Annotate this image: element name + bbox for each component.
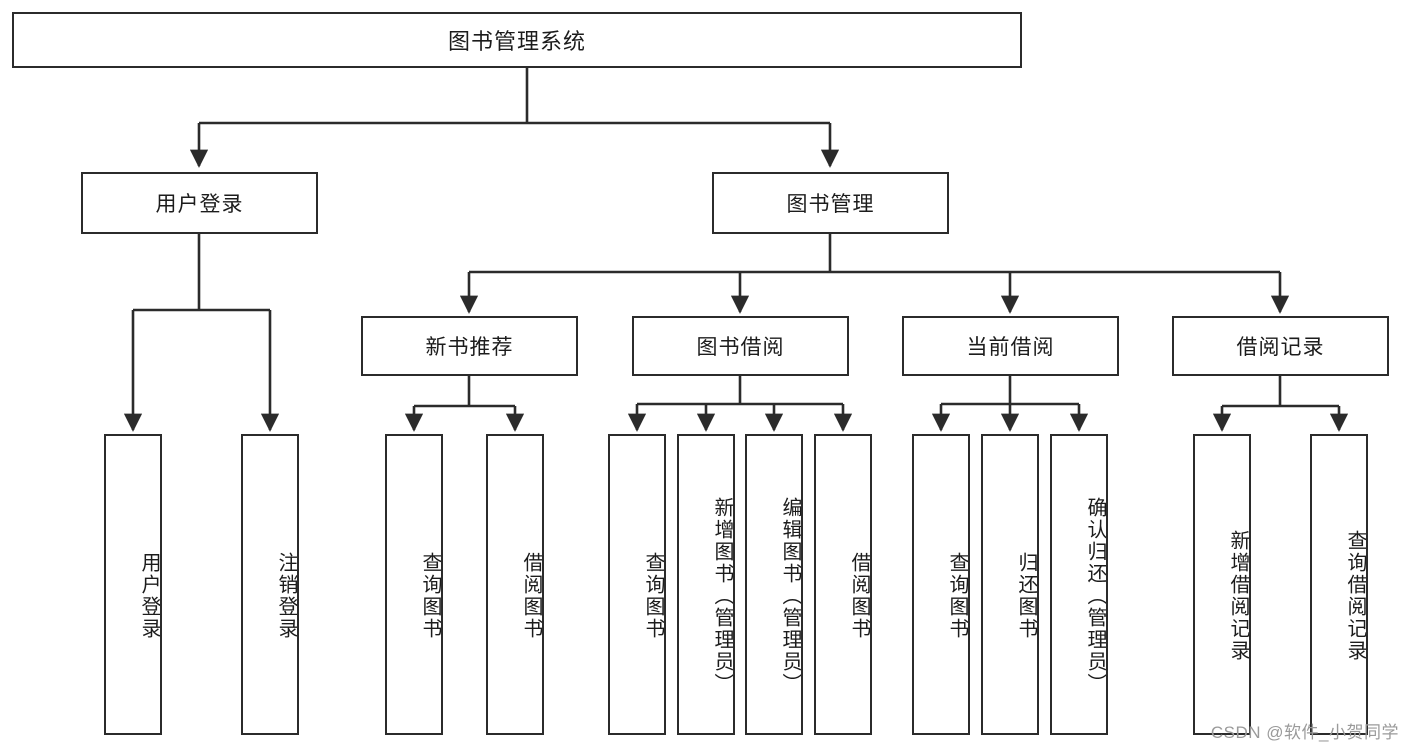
node-current-borrow[interactable]: 当前借阅 [902, 316, 1119, 376]
leaf-query-book-current[interactable]: 查询图书 [912, 434, 970, 735]
node-label: 用户登录 [155, 193, 244, 216]
leaf-label: 确认归还（管理员） [1084, 496, 1106, 695]
leaf-label: 新增借阅记录 [1227, 529, 1249, 662]
node-label: 图书借阅 [696, 336, 785, 359]
leaf-label: 借阅图书 [520, 551, 542, 640]
leaf-query-borrow-record[interactable]: 查询借阅记录 [1310, 434, 1368, 735]
node-borrow-record[interactable]: 借阅记录 [1172, 316, 1389, 376]
node-label: 当前借阅 [966, 336, 1055, 359]
leaf-add-borrow-record[interactable]: 新增借阅记录 [1193, 434, 1251, 735]
leaf-label: 查询图书 [419, 551, 441, 640]
leaf-label: 查询图书 [642, 551, 664, 640]
leaf-user-login[interactable]: 用户登录 [104, 434, 162, 735]
leaf-label: 归还图书 [1015, 551, 1037, 640]
node-book-borrow[interactable]: 图书借阅 [632, 316, 849, 376]
node-label: 新书推荐 [425, 336, 514, 359]
node-root[interactable]: 图书管理系统 [12, 12, 1022, 68]
leaf-return-book[interactable]: 归还图书 [981, 434, 1039, 735]
leaf-borrow-book[interactable]: 借阅图书 [814, 434, 872, 735]
leaf-label: 借阅图书 [848, 551, 870, 640]
leaf-label: 编辑图书（管理员） [779, 496, 801, 695]
node-label: 图书管理 [786, 193, 875, 216]
node-label: 借阅记录 [1236, 336, 1325, 359]
leaf-query-book-borrow[interactable]: 查询图书 [608, 434, 666, 735]
node-root-label: 图书管理系统 [447, 29, 586, 54]
node-user-login[interactable]: 用户登录 [81, 172, 318, 234]
node-new-book-recommend[interactable]: 新书推荐 [361, 316, 578, 376]
leaf-add-book-admin[interactable]: 新增图书（管理员） [677, 434, 735, 735]
leaf-label: 查询借阅记录 [1344, 529, 1366, 662]
leaf-borrow-book-recommend[interactable]: 借阅图书 [486, 434, 544, 735]
leaf-query-book-recommend[interactable]: 查询图书 [385, 434, 443, 735]
leaf-label: 用户登录 [138, 551, 160, 640]
leaf-confirm-return-admin[interactable]: 确认归还（管理员） [1050, 434, 1108, 735]
leaf-edit-book-admin[interactable]: 编辑图书（管理员） [745, 434, 803, 735]
leaf-label: 注销登录 [275, 551, 297, 640]
leaf-logout[interactable]: 注销登录 [241, 434, 299, 735]
leaf-label: 查询图书 [946, 551, 968, 640]
csdn-watermark: CSDN @软件_小贺同学 [1210, 723, 1399, 742]
leaf-label: 新增图书（管理员） [711, 496, 733, 695]
node-book-management[interactable]: 图书管理 [712, 172, 949, 234]
